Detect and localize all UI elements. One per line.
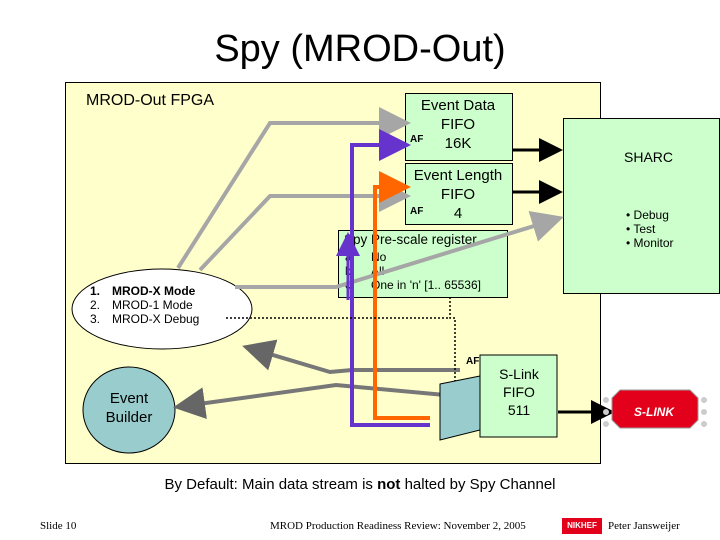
event-length-fifo-line: 4 [453,205,463,222]
default-note-text: halted by Spy Channel [400,476,556,493]
prescale-option: c.One in 'n' [1.. 65536] [345,278,481,292]
gray-control-line [176,107,411,270]
fpga-label: MROD-Out FPGA [86,92,215,109]
slink-fifo-line: FIFO [503,384,535,400]
slink-logo [603,389,707,429]
page-title: Spy (MROD-Out) [214,28,506,70]
slink-fifo-line: 511 [507,402,531,418]
event-length-fifo [405,163,513,225]
prescale-title: Spy Pre-scale register [344,232,477,247]
sharc-bullet: • Debug [626,208,669,222]
mode-item: 1.MROD-X Mode [90,284,196,298]
sharc-bullet: • Test [626,222,656,236]
sharc-label: SHARC [624,149,674,165]
gray-control-line [235,210,564,289]
mode-list: 1.MROD-X Mode 2.MROD-1 Mode 3.MROD-X Deb… [90,284,199,326]
sharc-bullet-list: • Debug • Test • Monitor [626,208,674,250]
event-builder-label: Event Builder [88,389,170,427]
slink-fifo-box [479,354,558,438]
event-builder-line: Builder [105,409,153,426]
event-data-af-flag: AF [410,134,424,145]
event-data-fifo-label: Event Data FIFO 16K [405,96,511,153]
event-builder-line: Event [109,390,149,407]
event-data-fifo-line: 16K [444,135,472,152]
event-data-fifo [405,93,513,161]
orange-length-line [373,171,430,420]
footer-author: Peter Jansweijer [608,520,680,532]
default-note-emphasis: not [377,476,401,493]
slink-af-flag: AF [466,356,480,367]
footer-center-text: MROD Production Readiness Review: Novemb… [270,520,526,532]
nikhef-logo: NIKHEF [562,518,602,534]
mode-item: 3.MROD-X Debug [90,312,200,326]
default-note-text: By Default: Main data stream is [164,476,378,493]
event-length-fifo-line: Event Length [413,167,503,184]
slink-fifo-line: S-Link [499,366,539,382]
mode-item: 2.MROD-1 Mode [90,298,193,312]
multiplexer-shape [439,375,481,441]
event-length-fifo-line: FIFO [440,186,476,203]
slink-logo-text: S-LINK [634,405,674,419]
dotted-control-line [449,297,456,394]
event-data-fifo-line: FIFO [440,116,476,133]
purple-data-line [350,129,430,427]
event-length-fifo-label: Event Length FIFO 4 [405,166,511,223]
gray-status-line [173,382,446,420]
slide-number: Slide 10 [40,520,77,532]
gray-control-line [198,180,411,272]
event-length-af-flag: AF [410,206,424,217]
event-data-fifo-line: Event Data [420,97,496,114]
gray-status-line [242,339,460,375]
slink-fifo-label: S-Link FIFO 511 [484,365,554,419]
mode-select-ellipse [71,268,253,350]
sharc-bullet: • Monitor [626,236,674,250]
default-note: By Default: Main data stream is not halt… [0,476,720,493]
